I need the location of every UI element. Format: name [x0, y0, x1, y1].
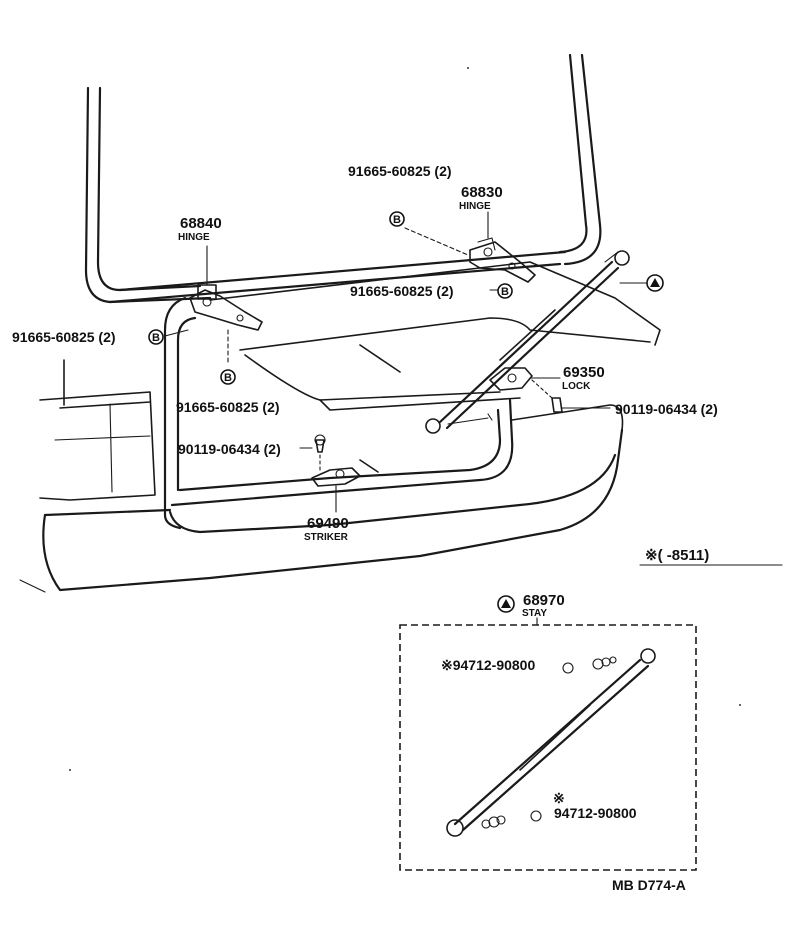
stay-name: STAY [522, 608, 547, 619]
lock-part [489, 367, 611, 413]
hinge-left [164, 245, 263, 366]
stay-part-bottom-label: 94712-90800 [554, 805, 637, 821]
stay-part-bottom-mark: ※ [553, 790, 565, 806]
stay-detail-box [399, 624, 697, 871]
striker-part [311, 434, 361, 513]
note-label: ※( -8511) [645, 547, 709, 564]
lock-name: LOCK [562, 381, 591, 392]
hinge-right-name: HINGE [459, 201, 491, 212]
striker-part-number: 69490 [307, 515, 349, 532]
body-outline [19, 53, 661, 593]
lock-part-number: 69350 [563, 364, 605, 381]
b-marker-4: B [220, 369, 236, 385]
svg-text:B: B [152, 332, 160, 344]
stay-part-number: 68970 [523, 592, 565, 609]
hinge-left-name: HINGE [178, 232, 210, 243]
gas-stay-installed [425, 250, 630, 434]
b-marker-1: B [389, 211, 405, 227]
triangle-marker [619, 274, 664, 292]
b-marker-3: B [148, 329, 164, 345]
hinge-right [404, 211, 536, 291]
hinge-left-bolt2-label: 91665-60825 (2) [176, 399, 280, 415]
b-marker-2: B [497, 283, 513, 299]
stay-part-top-label: ※94712-90800 [441, 657, 535, 673]
stay-marker [497, 595, 515, 613]
hinge-right-bolt-label: 91665-60825 (2) [348, 163, 452, 179]
svg-text:B: B [501, 286, 509, 298]
stay-strut [446, 648, 656, 837]
svg-text:B: B [224, 372, 232, 384]
lock-bolt-label: 90119-06434 (2) [615, 401, 718, 417]
striker-name: STRIKER [304, 532, 349, 543]
hinge-right-bolt2-label: 91665-60825 (2) [350, 283, 454, 299]
stay-washer-top [562, 656, 617, 674]
hinge-left-bolt-label: 91665-60825 (2) [12, 329, 116, 345]
striker-bolt-label: 90119-06434 (2) [178, 441, 281, 457]
hinge-right-part-number: 68830 [461, 184, 503, 201]
hinge-left-part-number: 68840 [180, 215, 222, 232]
stay-washer-bottom [481, 810, 542, 829]
diagram-code: MB D774-A [612, 877, 686, 893]
svg-text:B: B [393, 214, 401, 226]
